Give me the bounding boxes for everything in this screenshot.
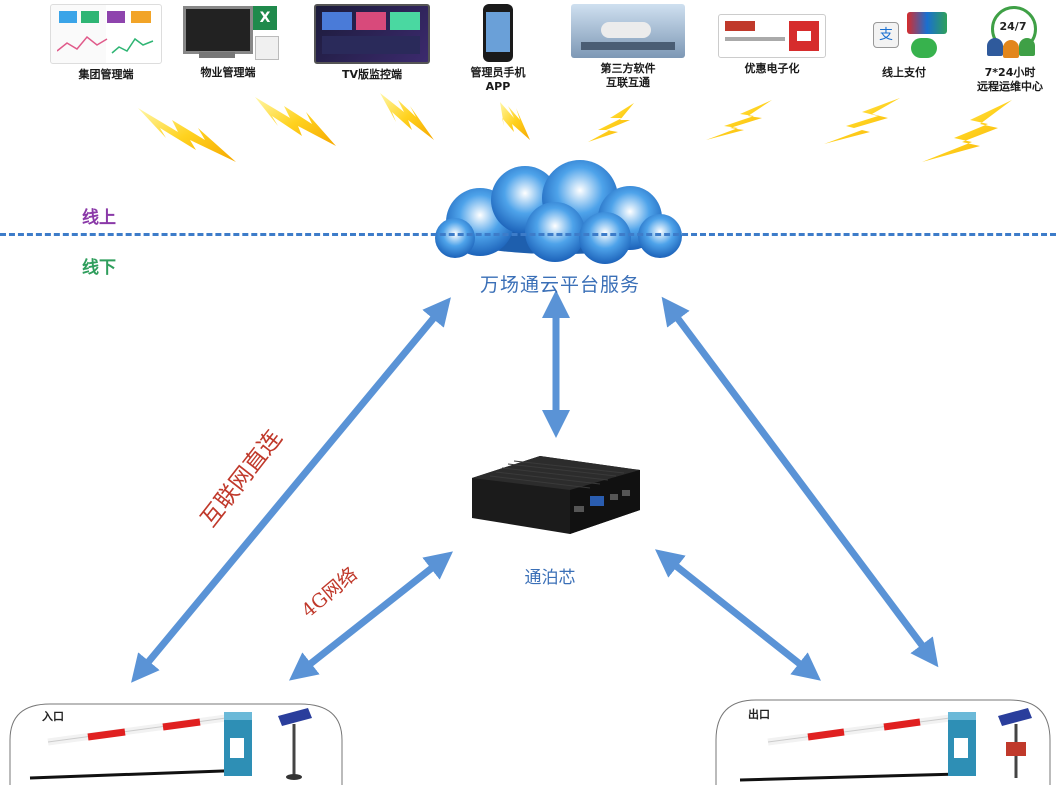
- internet-link-arrow-left: [131, 297, 451, 683]
- lightning-bolts: [138, 93, 1012, 162]
- top-item-tv-monitor: TV版监控端: [312, 0, 432, 82]
- entrance-label: 入口: [42, 710, 64, 723]
- lightning-icon: [500, 102, 530, 140]
- tv-monitor-icon: [314, 4, 430, 64]
- lightning-icon: [138, 108, 236, 162]
- online-layer-label: 线上: [82, 208, 116, 228]
- online-offline-divider: [0, 233, 1056, 236]
- cloud-platform-label: 万场通云平台服务: [479, 274, 640, 296]
- top-item-support-center: 24/7 7*24小时 远程运维中心: [950, 0, 1056, 94]
- top-item-label: 集团管理端: [78, 68, 134, 81]
- top-item-third-party: 第三方软件 互联互通: [568, 0, 688, 90]
- phone-icon: [443, 4, 553, 62]
- lightning-icon: [380, 93, 434, 140]
- payment-icon: 支: [849, 4, 959, 62]
- monitor-icon: X: [173, 4, 283, 62]
- handshake-icon: [571, 4, 685, 58]
- top-item-group-management: 集团管理端: [46, 0, 166, 82]
- top-item-label: 7*24小时 远程运维中心: [977, 66, 1043, 93]
- top-item-label: 优惠电子化: [744, 62, 800, 75]
- cloud-icon: [435, 160, 682, 264]
- top-item-label: 第三方软件 互联互通: [600, 62, 656, 89]
- lightning-icon: [588, 103, 634, 142]
- top-item-property-management: X 物业管理端: [168, 0, 288, 80]
- lightning-icon: [922, 100, 1012, 162]
- 4g-link-arrow: [289, 551, 453, 681]
- lightning-icon: [824, 98, 900, 144]
- top-item-coupon: 优惠电子化: [712, 0, 832, 76]
- internet-link-arrow-right: [661, 296, 939, 668]
- top-item-admin-app: 管理员手机 APP: [438, 0, 558, 94]
- edge-device-label: 通泊芯: [524, 568, 576, 588]
- top-item-label: 管理员手机 APP: [470, 66, 526, 93]
- top-item-label: 物业管理端: [200, 66, 256, 79]
- lightning-icon: [255, 97, 336, 146]
- top-item-online-payment: 支 线上支付: [844, 0, 964, 80]
- dashboard-icon: [50, 4, 162, 64]
- support-24-7-icon: 24/7: [955, 4, 1056, 62]
- coupon-icon: [718, 14, 826, 58]
- entrance-barrier-gate: [9, 703, 343, 785]
- top-item-label: TV版监控端: [341, 68, 403, 81]
- offline-layer-label: 线下: [82, 258, 116, 278]
- lightning-icon: [706, 100, 772, 140]
- exit-label: 出口: [748, 708, 770, 721]
- device-exit-arrow: [655, 549, 821, 681]
- top-item-label: 线上支付: [882, 66, 926, 79]
- edge-device-icon: [472, 456, 640, 534]
- exit-barrier-gate: [715, 699, 1051, 785]
